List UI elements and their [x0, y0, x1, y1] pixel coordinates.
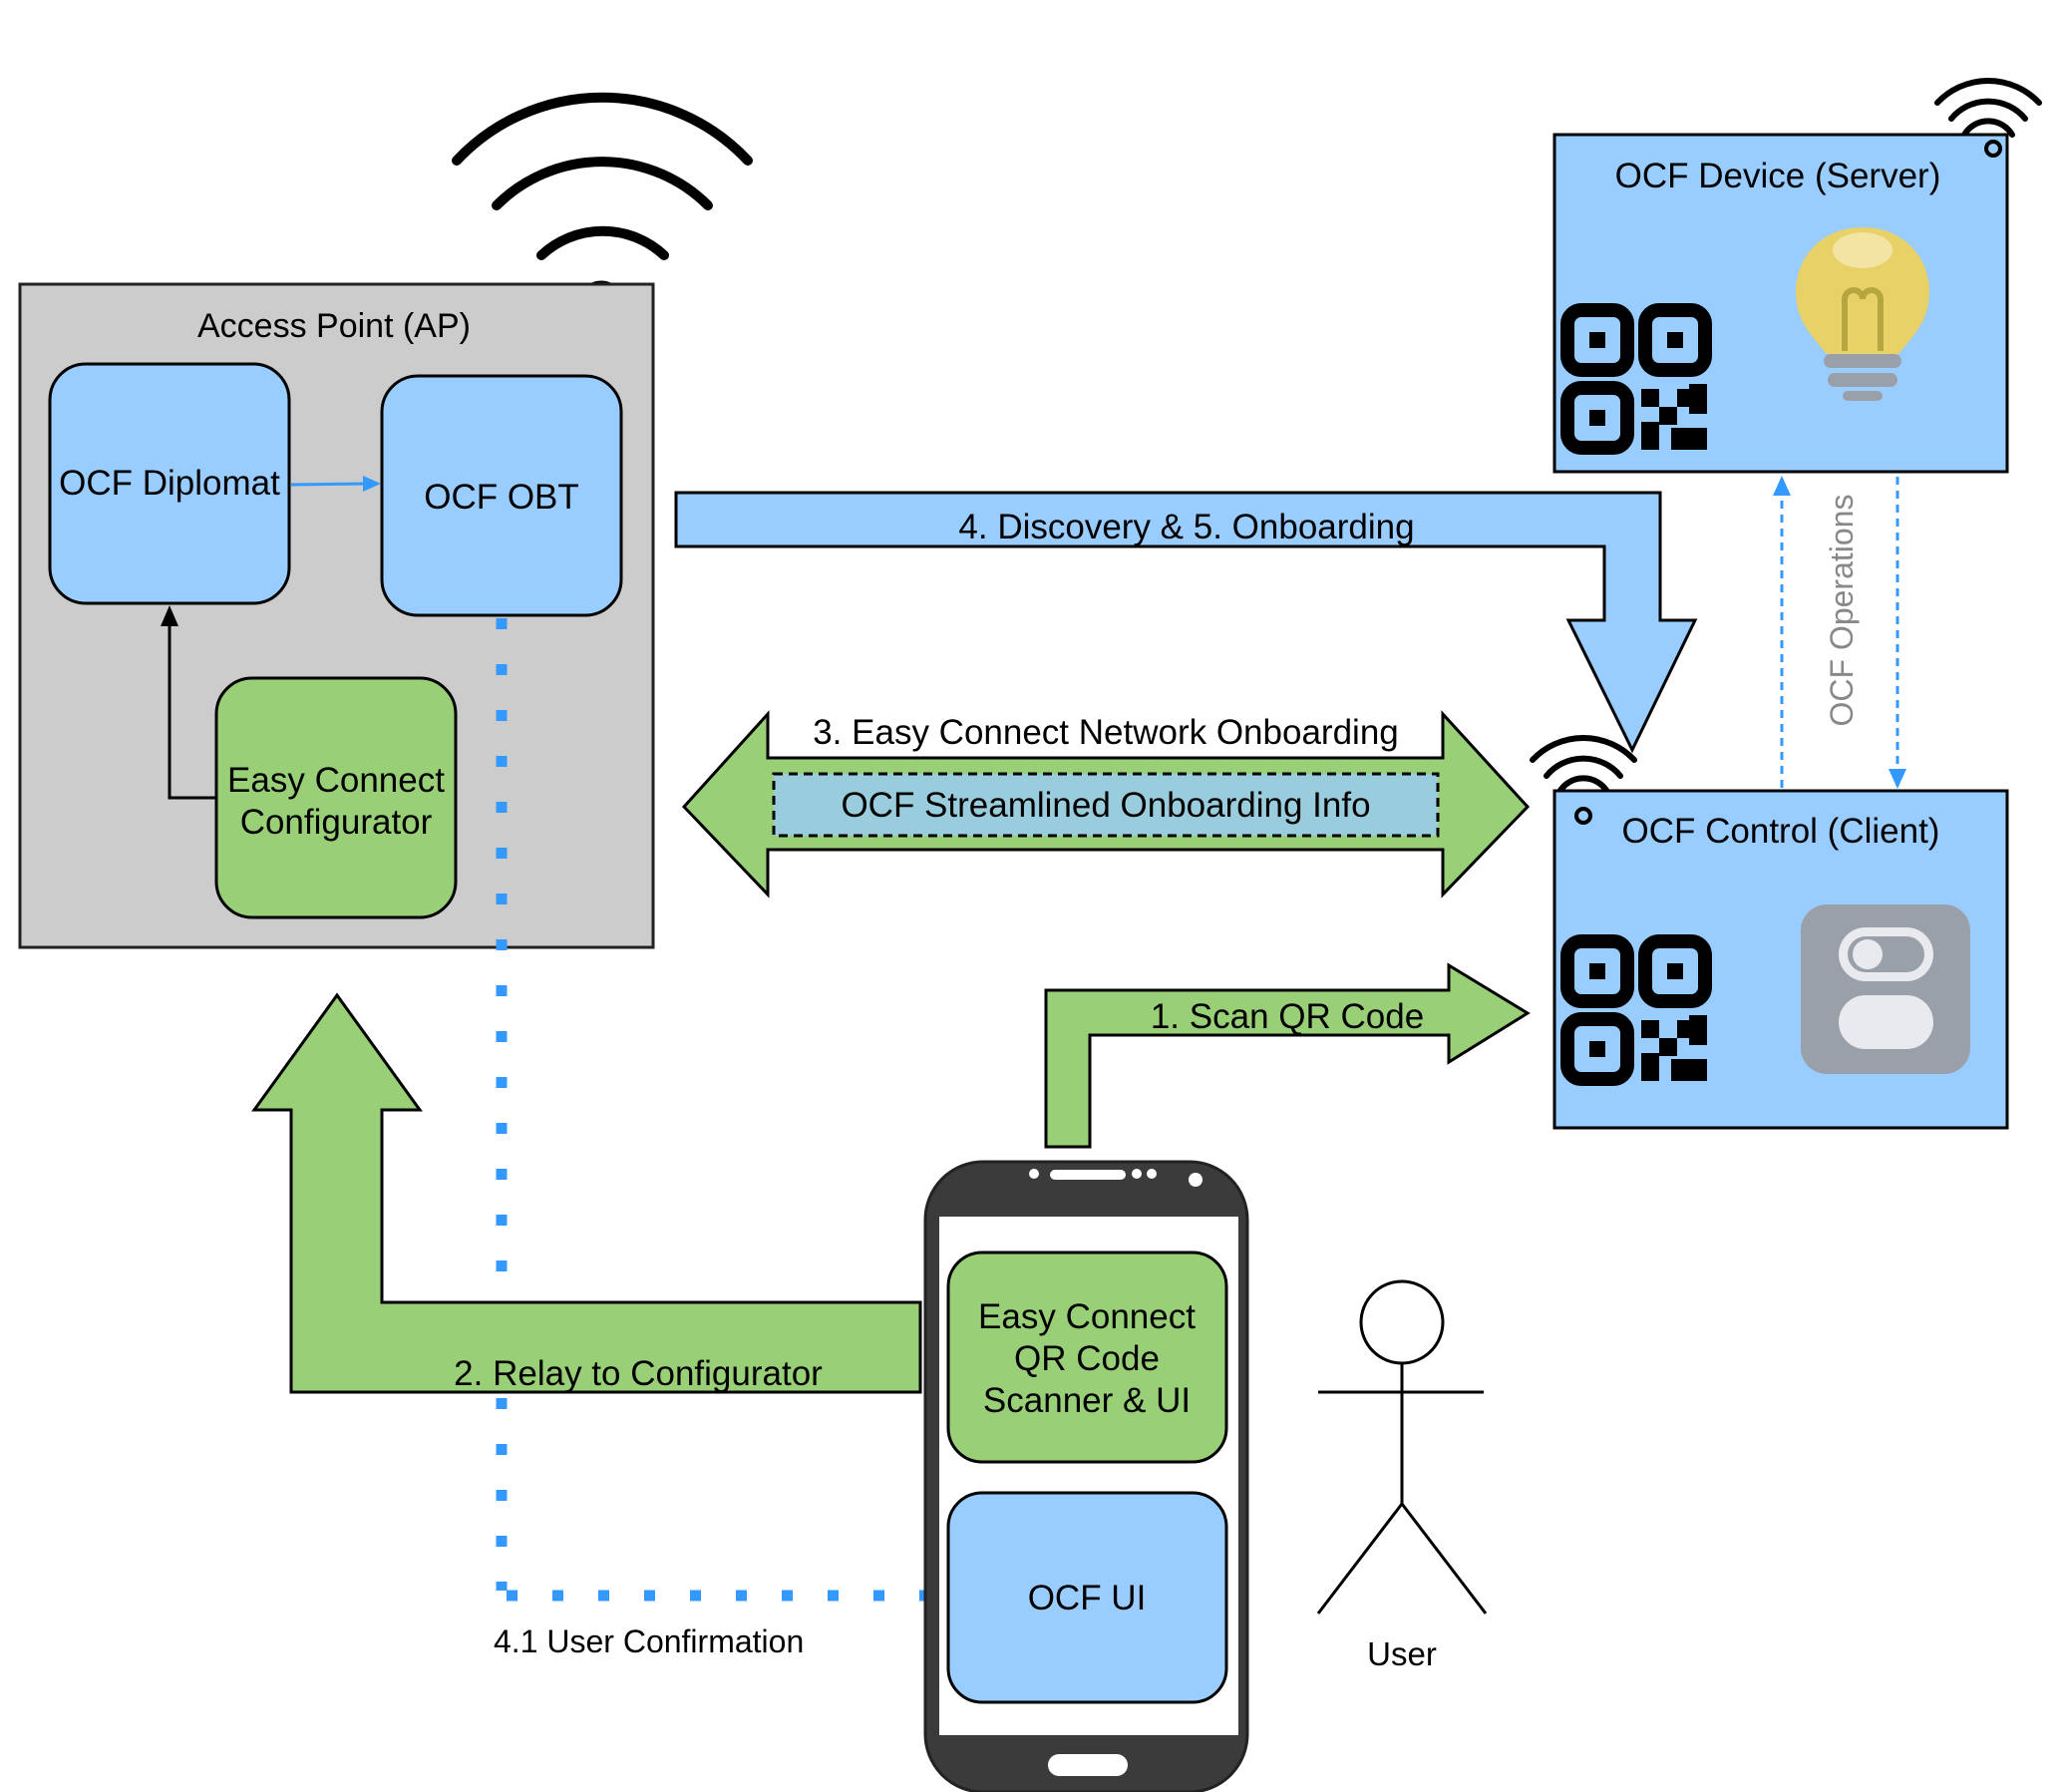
- ocf-operations-label: OCF Operations: [1824, 495, 1860, 727]
- easy-connect-scanner-block: Easy Connect QR Code Scanner & UI: [946, 1251, 1228, 1464]
- access-point-title: Access Point (AP): [197, 307, 471, 345]
- ocf-operations-arrows: OCF Operations: [1773, 476, 1906, 789]
- ocf-obt-label: OCF OBT: [424, 478, 579, 517]
- streamlined-info-box: [772, 772, 1440, 838]
- user-label: User: [1367, 1635, 1437, 1672]
- toggle-switch-icon: [1801, 904, 1970, 1074]
- client-wifi-icon: [1530, 735, 1637, 795]
- streamlined-info-label: OCF Streamlined Onboarding Info: [841, 786, 1370, 825]
- easy-connect-configurator-block: Easy Connect Configurator: [214, 676, 458, 919]
- ocf-diplomat-block: OCF Diplomat: [48, 362, 291, 605]
- easy-connect-onboarding-arrow: 3. Easy Connect Network Onboarding OCF S…: [681, 710, 1531, 898]
- relay-label: 2. Relay to Configurator: [454, 1354, 823, 1393]
- ocf-diplomat-label: OCF Diplomat: [59, 464, 280, 503]
- qr-code-icon: [1560, 934, 1712, 1086]
- lightbulb-icon: [1796, 227, 1929, 401]
- discovery-onboarding-label: 4. Discovery & 5. Onboarding: [958, 508, 1414, 546]
- scan-qr-arrow: 1. Scan QR Code: [1044, 962, 1531, 1149]
- server-wifi-icon: [1934, 78, 2042, 138]
- relay-arrow: 2. Relay to Configurator: [251, 992, 922, 1394]
- ocf-control-client-title: OCF Control (Client): [1622, 812, 1940, 851]
- user-confirmation-label: 4.1 User Confirmation: [494, 1623, 804, 1659]
- configurator-label-line2: Configurator: [240, 803, 433, 842]
- configurator-to-diplomat-arrow: [161, 605, 216, 800]
- scanner-label-line3: Scanner & UI: [983, 1381, 1191, 1420]
- diplomat-to-obt-arrow: [290, 476, 381, 492]
- ocf-ui-block: OCF UI: [946, 1491, 1228, 1704]
- scan-qr-label: 1. Scan QR Code: [1151, 997, 1424, 1036]
- discovery-onboarding-arrow: 4. Discovery & 5. Onboarding: [674, 491, 1698, 754]
- user-figure: [1316, 1279, 1488, 1614]
- scanner-label-line2: QR Code: [1014, 1339, 1160, 1378]
- ocf-ui-label: OCF UI: [1028, 1579, 1147, 1617]
- ocf-device-server-title: OCF Device (Server): [1615, 157, 1941, 195]
- configurator-label-line1: Easy Connect: [227, 761, 445, 800]
- scanner-label-line1: Easy Connect: [978, 1297, 1196, 1336]
- qr-code-icon: [1560, 303, 1712, 455]
- ocf-obt-block: OCF OBT: [380, 374, 623, 617]
- user-confirmation-line: [496, 618, 947, 1602]
- easy-connect-onboarding-label: 3. Easy Connect Network Onboarding: [813, 713, 1399, 752]
